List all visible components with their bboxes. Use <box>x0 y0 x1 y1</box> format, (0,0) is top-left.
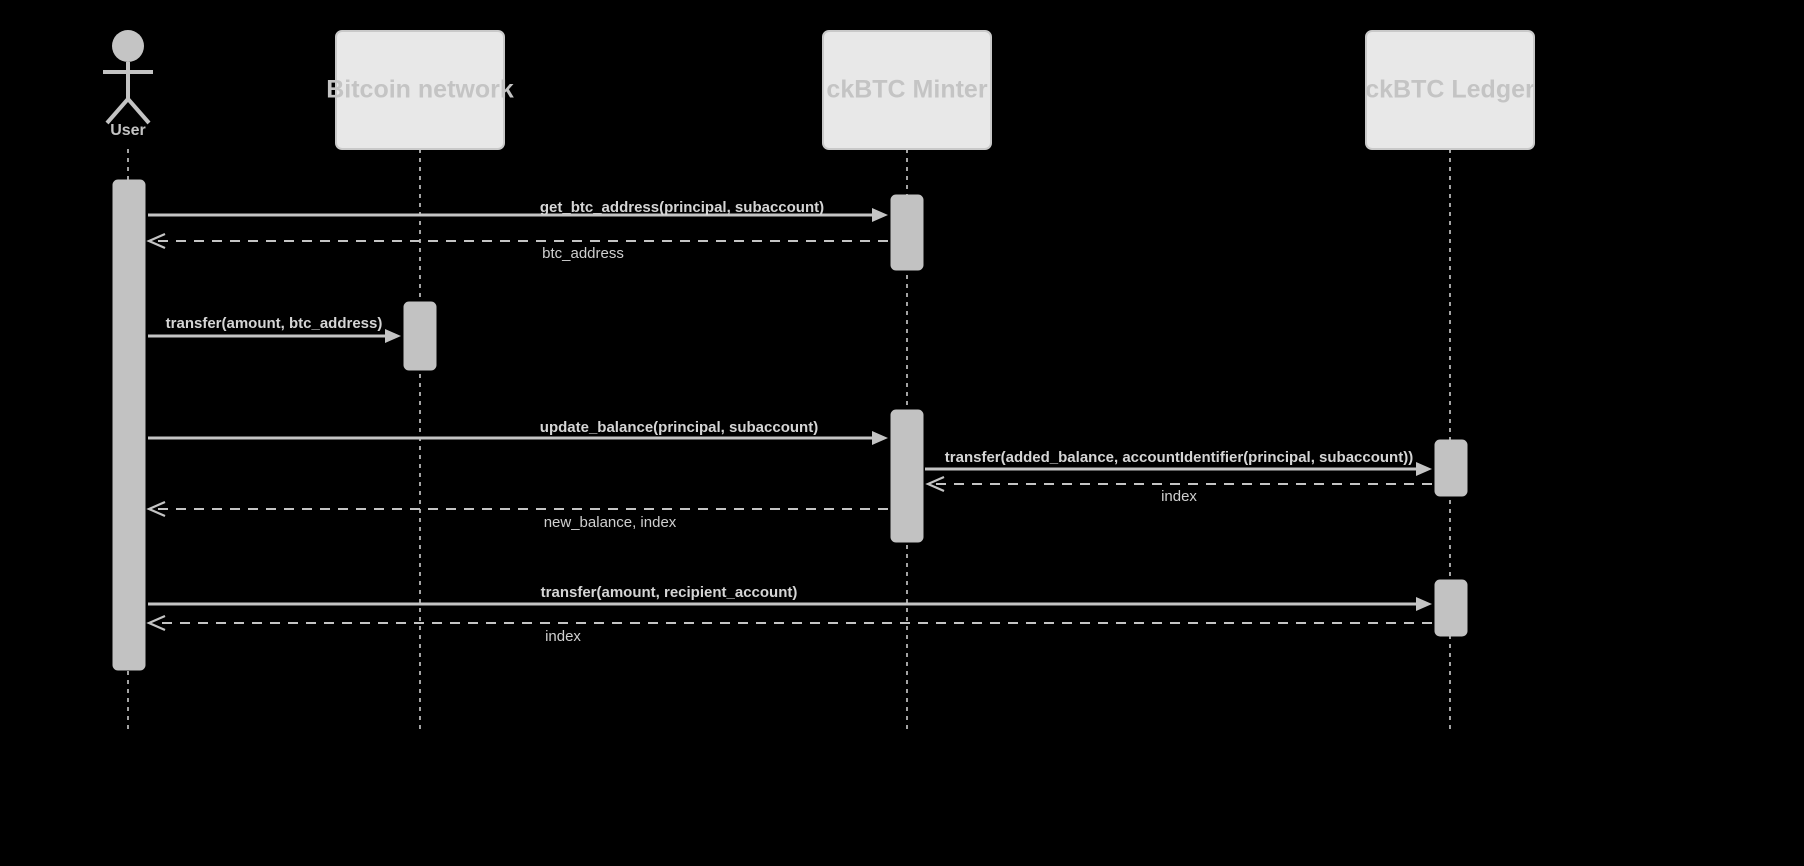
arrowhead-left-icon <box>146 232 166 250</box>
participant-label-ckbtc-minter: ckBTC Minter <box>826 76 987 104</box>
message-label-index-user: index <box>545 628 581 645</box>
participant-box-ckbtc-minter <box>822 30 992 150</box>
arrowhead-left-icon <box>146 500 166 518</box>
message-label-btc-address: btc_address <box>542 245 624 262</box>
actor-leg-right-icon <box>126 97 151 125</box>
participant-label-ckbtc-ledger: ckBTC Ledger <box>1365 76 1535 104</box>
participant-ckbtc-minter[interactable]: ckBTC Minter <box>822 30 992 150</box>
message-btc-address-reply[interactable]: btc_address <box>146 232 888 262</box>
participant-label-bitcoin-network: Bitcoin network <box>326 76 514 104</box>
activation-bar-user <box>112 179 146 671</box>
activation-bar-ledger-transfer-added-balance <box>1434 439 1468 497</box>
message-label-get-btc-address: get_btc_address(principal, subaccount) <box>540 199 824 216</box>
arrowhead-right-icon <box>872 208 888 222</box>
message-get-btc-address[interactable]: get_btc_address(principal, subaccount) <box>148 199 888 222</box>
message-label-new-balance-index: new_balance, index <box>544 514 677 531</box>
activation-bar-ledger-transfer-recipient <box>1434 579 1468 637</box>
participant-bitcoin-network[interactable]: Bitcoin network <box>326 30 514 150</box>
message-transfer-to-bitcoin-network[interactable]: transfer(amount, btc_address) <box>148 315 401 343</box>
arrowhead-left-icon <box>925 475 945 493</box>
arrowhead-right-icon <box>385 329 401 343</box>
message-index-reply-to-minter[interactable]: index <box>925 475 1432 505</box>
participant-label-user: User <box>110 122 146 139</box>
arrowhead-right-icon <box>1416 462 1432 476</box>
message-transfer-added-balance[interactable]: transfer(added_balance, accountIdentifie… <box>925 449 1432 476</box>
arrowhead-right-icon <box>1416 597 1432 611</box>
message-label-transfer-amount-btc-address: transfer(amount, btc_address) <box>166 315 383 332</box>
actor-head-icon <box>112 30 144 62</box>
participant-ckbtc-ledger[interactable]: ckBTC Ledger <box>1365 30 1535 150</box>
message-label-transfer-recipient-account: transfer(amount, recipient_account) <box>541 584 798 601</box>
actor-leg-left-icon <box>105 97 130 125</box>
message-new-balance-index-reply[interactable]: new_balance, index <box>146 500 888 531</box>
message-transfer-recipient-account[interactable]: transfer(amount, recipient_account) <box>148 584 1432 611</box>
arrowhead-right-icon <box>872 431 888 445</box>
activation-bar-minter-update-balance <box>890 409 924 543</box>
participant-box-bitcoin-network <box>335 30 505 150</box>
message-label-update-balance: update_balance(principal, subaccount) <box>540 419 818 436</box>
activation-bars-group <box>112 179 1468 671</box>
message-update-balance[interactable]: update_balance(principal, subaccount) <box>148 419 888 445</box>
participant-user[interactable]: User <box>103 30 153 139</box>
message-label-transfer-added-balance: transfer(added_balance, accountIdentifie… <box>945 449 1413 466</box>
activation-bar-bitcoin-network-transfer <box>403 301 437 371</box>
activation-bar-minter-get-btc-address <box>890 194 924 271</box>
message-label-index-minter: index <box>1161 488 1197 505</box>
participant-box-ckbtc-ledger <box>1365 30 1535 150</box>
message-index-reply-to-user[interactable]: index <box>146 614 1432 645</box>
arrowhead-left-icon <box>146 614 166 632</box>
